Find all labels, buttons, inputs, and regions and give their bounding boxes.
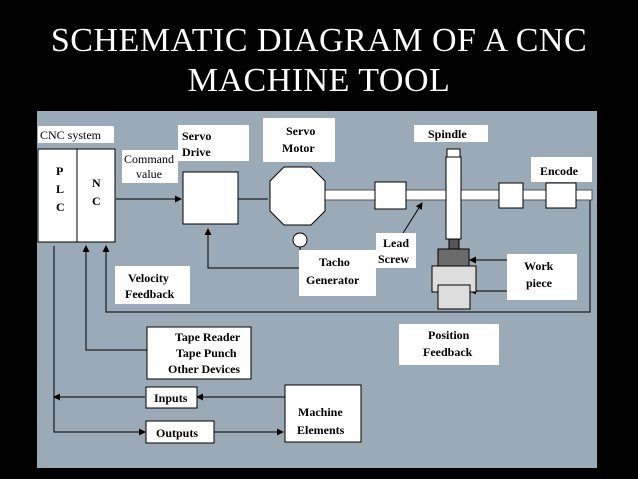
command-value-box [122, 150, 178, 183]
servo-drive-label-box [178, 125, 249, 161]
velocity-feedback-label-1: Velocity [128, 271, 169, 285]
lead-screw-pointer [399, 202, 423, 239]
command-value-label-2: value [136, 167, 162, 181]
servo-motor-label-1: Servo [286, 124, 315, 138]
tape-reader-line [82, 245, 147, 351]
position-feedback-label-2: Feedback [423, 345, 473, 359]
outputs-line-left [53, 246, 146, 436]
tape-reader-box [146, 326, 252, 380]
cnc-system-label-box [38, 126, 114, 143]
servo-motor-label-box [263, 118, 335, 162]
position-feedback-label-1: Position [428, 328, 470, 342]
tacho-generator-label-1: Tacho [319, 255, 350, 269]
tacho-generator-label-box [299, 250, 376, 296]
servo-drive-label-1: Servo [182, 129, 211, 143]
other-devices-label: Other Devices [168, 362, 240, 376]
lead-screw-label-box [376, 233, 416, 268]
lead-screw-label-1: Lead [383, 236, 409, 250]
velocity-feedback-line [204, 228, 301, 269]
work-piece-label-1: Work [524, 259, 554, 273]
tape-punch-label: Tape Punch [176, 346, 237, 360]
work-piece-label-box [507, 254, 577, 300]
slide-title-line2: MACHINE TOOL [187, 62, 451, 99]
inputs-label: Inputs [154, 391, 188, 405]
inputs-box [145, 386, 198, 409]
coupling-box-1 [374, 181, 407, 210]
slide-title-line1: SCHEMATIC DIAGRAM OF A CNC [50, 22, 588, 59]
servo-drive-label-2: Drive [182, 145, 211, 159]
machine-elements-label-1: Machine [298, 405, 343, 419]
servo-motor-label-2: Motor [282, 141, 315, 155]
spindle-label-box [414, 125, 488, 142]
plc-letter-c: C [56, 200, 65, 214]
tool-holder [437, 248, 470, 267]
machine-elements-box [284, 384, 362, 443]
servo-motor-octagon [269, 166, 326, 226]
spindle-top-cap [446, 148, 461, 158]
nc-letter-c: C [92, 194, 101, 208]
lead-screw-label-2: Screw [378, 252, 409, 266]
plc-letter-p: P [56, 164, 63, 178]
encoder-box [545, 182, 577, 209]
outputs-box [145, 420, 215, 444]
plc-letter-l: L [56, 182, 64, 196]
tape-reader-label: Tape Reader [175, 330, 241, 344]
encode-label: Encode [540, 164, 579, 178]
encode-label-box [531, 157, 592, 182]
position-feedback-label-box [399, 324, 499, 365]
plc-box [37, 148, 79, 243]
velocity-feedback-label-2: Feedback [125, 287, 175, 301]
cnc-system-label: CNC system [40, 128, 102, 142]
spindle-shaft [445, 156, 462, 240]
machine-elements-label-2: Elements [297, 423, 345, 437]
spindle-collar [448, 238, 460, 250]
position-feedback-line [102, 195, 591, 313]
outputs-label: Outputs [156, 426, 198, 440]
tacho-generator-label-2: Generator [306, 273, 360, 287]
tacho-generator-circle [292, 232, 308, 248]
coupling-box-2 [498, 182, 524, 209]
nc-box [76, 148, 116, 243]
spindle-label: Spindle [428, 127, 467, 141]
velocity-feedback-label-box [115, 266, 190, 304]
command-value-label-1: Command [124, 152, 174, 166]
work-piece-label-2: piece [526, 276, 553, 290]
nc-letter-n: N [92, 176, 101, 190]
servo-drive-box [182, 171, 239, 225]
work-piece-base [437, 284, 471, 310]
